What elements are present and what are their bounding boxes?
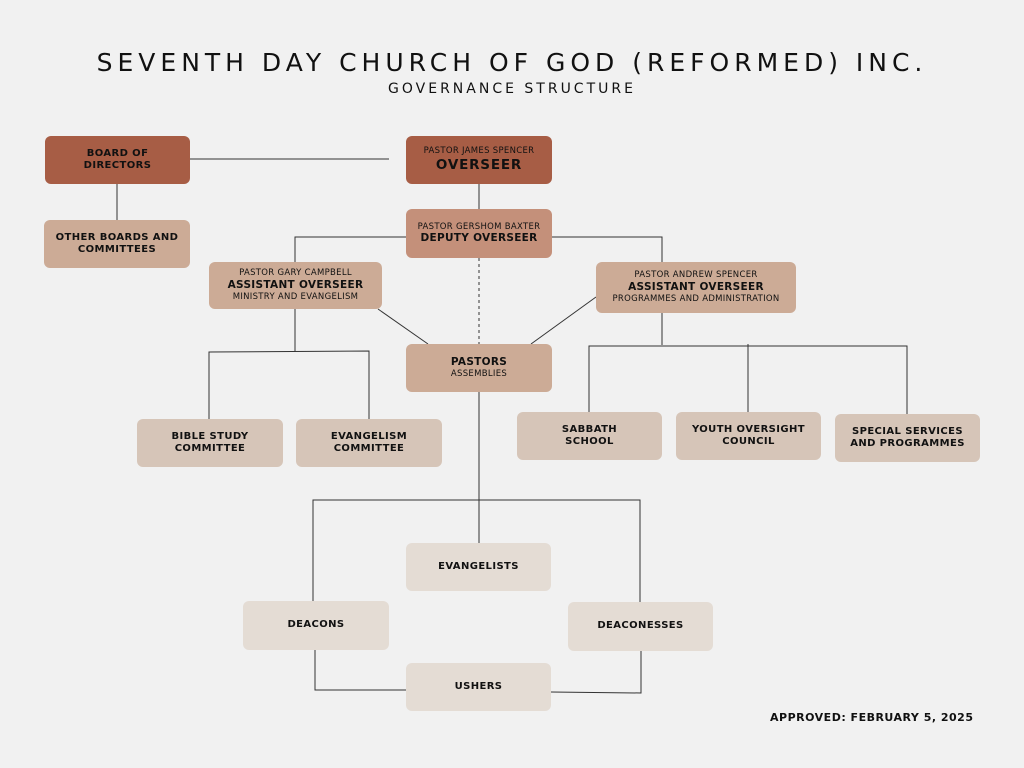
special-services-label: SPECIAL SERVICES AND PROGRAMMES [850, 425, 965, 450]
other-boards-node: OTHER BOARDS AND COMMITTEES [44, 220, 190, 268]
assistant-overseer-programmes-node: PASTOR ANDREW SPENCER ASSISTANT OVERSEER… [596, 262, 796, 313]
deputy-name: PASTOR GERSHOM BAXTER [417, 221, 541, 232]
bible-study-committee-node: BIBLE STUDY COMMITTEE [137, 419, 283, 467]
assistant-left-role: ASSISTANT OVERSEER [227, 278, 364, 291]
board-of-directors-node: BOARD OF DIRECTORS [45, 136, 190, 184]
assistant-right-name: PASTOR ANDREW SPENCER [634, 270, 758, 281]
evangelists-node: EVANGELISTS [406, 543, 551, 591]
pastors-role: PASTORS [450, 356, 508, 369]
overseer-name: PASTOR JAMES SPENCER [423, 146, 535, 157]
assistant-left-area: MINISTRY AND EVANGELISM [232, 292, 359, 303]
pastors-area: ASSEMBLIES [450, 369, 508, 380]
sabbath-school-label: SABBATH SCHOOL [561, 423, 618, 448]
sabbath-school-node: SABBATH SCHOOL [517, 412, 662, 460]
deaconesses-label: DEACONESSES [597, 620, 684, 632]
page-subtitle: GOVERNANCE STRUCTURE [388, 81, 636, 97]
pastors-node: PASTORS ASSEMBLIES [406, 344, 552, 392]
deaconesses-node: DEACONESSES [568, 602, 713, 651]
deacons-node: DEACONS [243, 601, 389, 650]
youth-oversight-label: YOUTH OVERSIGHT COUNCIL [691, 423, 805, 448]
assistant-right-area: PROGRAMMES AND ADMINISTRATION [612, 294, 780, 305]
deacons-label: DEACONS [287, 619, 345, 631]
approval-date: APPROVED: FEBRUARY 5, 2025 [770, 711, 974, 724]
board-of-directors-label: BOARD OF DIRECTORS [83, 147, 152, 172]
youth-oversight-node: YOUTH OVERSIGHT COUNCIL [676, 412, 821, 460]
bible-study-label: BIBLE STUDY COMMITTEE [171, 430, 249, 455]
assistant-right-role: ASSISTANT OVERSEER [628, 280, 764, 293]
evangelism-committee-node: EVANGELISM COMMITTEE [296, 419, 442, 467]
ushers-node: USHERS [406, 663, 551, 711]
assistant-left-name: PASTOR GARY CAMPBELL [239, 268, 352, 279]
evangelism-label: EVANGELISM COMMITTEE [330, 430, 408, 455]
special-services-node: SPECIAL SERVICES AND PROGRAMMES [835, 414, 980, 462]
page-title: SEVENTH DAY CHURCH OF GOD (REFORMED) INC… [96, 48, 928, 77]
evangelists-label: EVANGELISTS [438, 560, 519, 572]
deputy-role: DEPUTY OVERSEER [420, 232, 538, 245]
ushers-label: USHERS [454, 680, 503, 692]
overseer-role: OVERSEER [435, 156, 523, 173]
assistant-overseer-ministry-node: PASTOR GARY CAMPBELL ASSISTANT OVERSEER … [209, 262, 382, 309]
deputy-overseer-node: PASTOR GERSHOM BAXTER DEPUTY OVERSEER [406, 209, 552, 258]
overseer-node: PASTOR JAMES SPENCER OVERSEER [406, 136, 552, 184]
other-boards-label: OTHER BOARDS AND COMMITTEES [55, 231, 179, 256]
